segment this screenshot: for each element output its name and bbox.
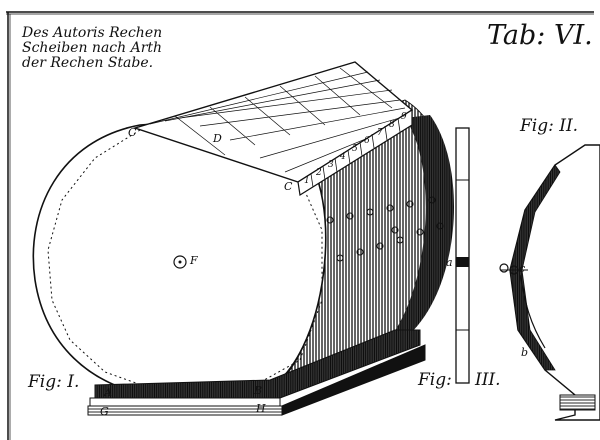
label-B: B: [254, 384, 263, 397]
fig2-label: Fig: II.: [520, 116, 579, 136]
caption-line-1: Des Autoris Rechen: [22, 25, 163, 41]
center-hub: [173, 255, 187, 269]
label-b: b: [521, 346, 529, 359]
drum-base: [87, 329, 426, 416]
grid-number: 5: [352, 144, 358, 154]
label-a: a: [446, 256, 453, 269]
plate-caption: Des Autoris Rechen Scheiben nach Arth de…: [22, 26, 162, 71]
fig1-drum: [32, 61, 454, 416]
plate-title: Tab: VI.: [487, 20, 593, 51]
grid-number: 9: [401, 112, 407, 122]
label-F: F: [190, 254, 198, 267]
grid-number: 8: [389, 120, 395, 130]
grid-number: 6: [364, 136, 370, 146]
drum-pins: [326, 196, 444, 262]
fig2-section: [499, 144, 600, 421]
plate-border: [6, 11, 594, 440]
caption-line-3: der Rechen Stabe.: [22, 55, 154, 71]
label-A: A: [104, 386, 112, 399]
label-G: G: [100, 405, 109, 418]
label-D: D: [213, 132, 222, 145]
grid-number: 2: [316, 168, 322, 178]
grid-number: 4: [340, 152, 346, 162]
fig3-bar: [455, 127, 470, 384]
grid-number: 7: [377, 128, 383, 138]
top-grid-surface: [132, 61, 414, 196]
label-c: c: [519, 262, 526, 275]
fig3-numeral: III.: [475, 370, 501, 390]
label-C-right: C: [284, 180, 293, 193]
label-H: H: [256, 402, 266, 415]
fig3-label: Fig:: [418, 370, 452, 390]
fig1-label: Fig: I.: [28, 372, 80, 392]
caption-line-2: Scheiben nach Arth: [22, 40, 163, 56]
grid-number: 1: [304, 176, 310, 186]
label-C-top: C: [128, 126, 137, 139]
bar-marker-a: [456, 257, 469, 267]
grid-number: 3: [328, 160, 334, 170]
